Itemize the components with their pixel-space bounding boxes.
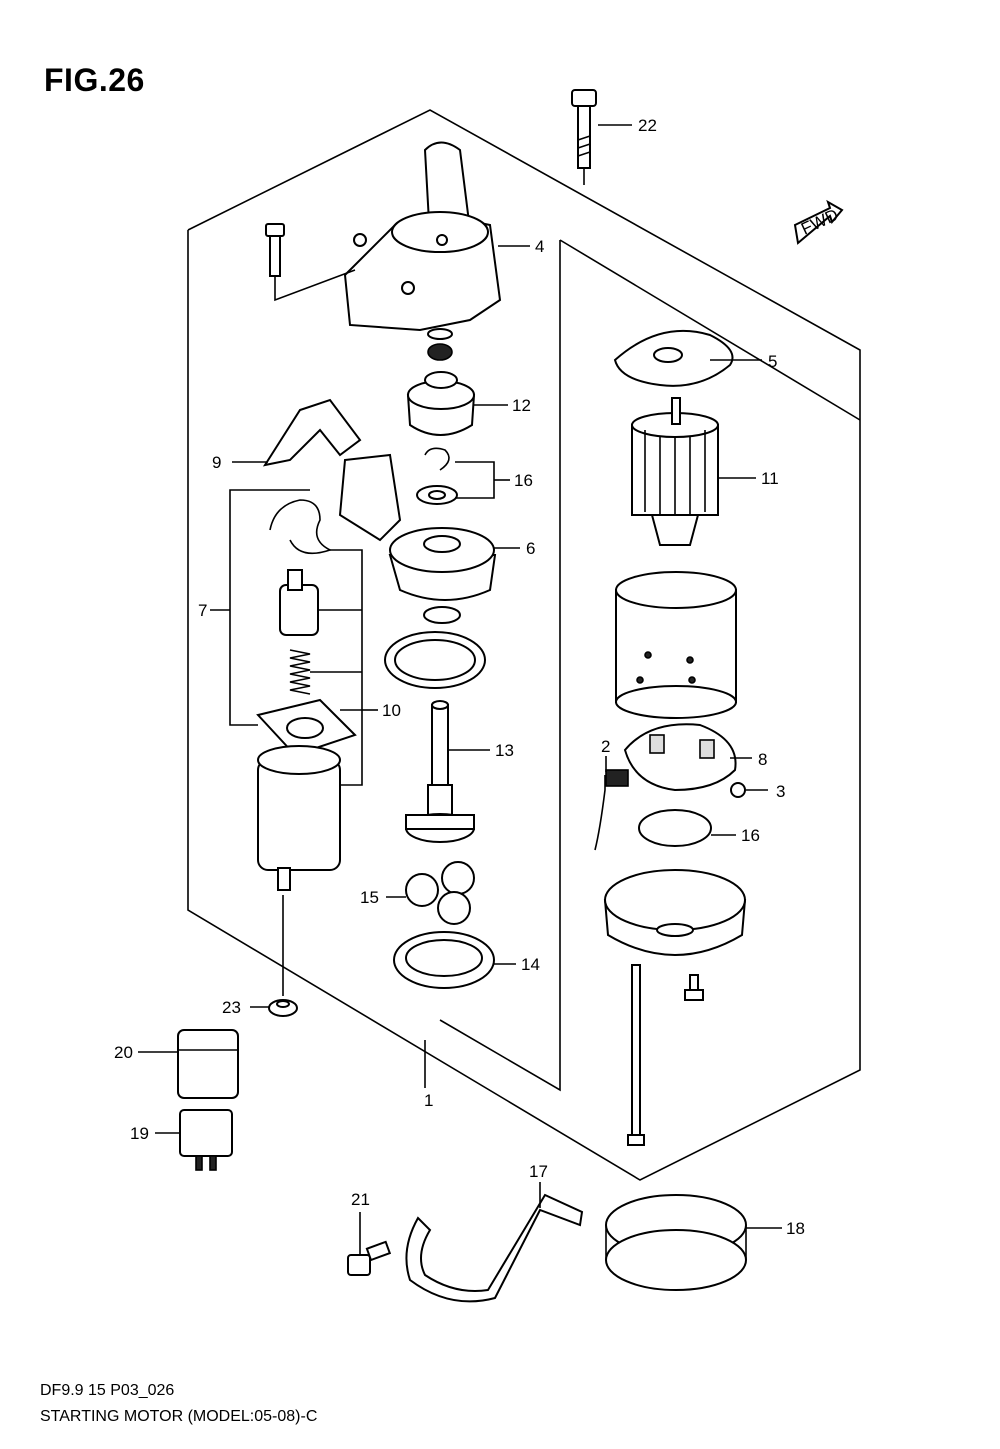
part-19-relay	[179, 1109, 233, 1171]
spring	[289, 649, 311, 695]
part-12-clutch	[406, 371, 476, 436]
callout-21: 21	[351, 1190, 370, 1209]
gasket-plate	[256, 698, 357, 757]
plunger	[279, 569, 319, 636]
wire-loop	[269, 499, 333, 555]
fwd-label: FWD	[798, 205, 841, 239]
part-18-band	[605, 1194, 747, 1291]
washer-top	[427, 328, 453, 340]
washer-lower	[423, 606, 461, 624]
callout-9: 9	[212, 453, 221, 472]
callout-5: 5	[768, 352, 777, 371]
part-20-relay	[177, 1029, 239, 1099]
callout-1: 1	[424, 1091, 433, 1110]
gasket-ring	[384, 631, 486, 689]
part-17-bracket	[405, 1193, 584, 1303]
part-2-lead-wire	[594, 769, 629, 851]
callout-15: 15	[360, 888, 379, 907]
part-13-shaft	[405, 700, 475, 843]
leader-lines	[138, 124, 782, 1255]
callout-10: 10	[382, 701, 401, 720]
callout-20: 20	[114, 1043, 133, 1062]
part-14-ring-gear	[393, 931, 495, 989]
assembly-outline	[187, 109, 861, 1181]
callout-19: 19	[130, 1124, 149, 1143]
callout-12: 12	[512, 396, 531, 415]
part-16-clip-upper	[424, 447, 450, 471]
part-6-gear-holder	[388, 527, 497, 601]
callout-22: 22	[638, 116, 657, 135]
part-3-nut	[730, 782, 746, 798]
small-bolt	[265, 223, 356, 302]
callout-13: 13	[495, 741, 514, 760]
part-8-brush-holder	[623, 723, 737, 792]
yoke	[615, 571, 737, 719]
callout-labels: 1 2 3 4 5 6 7 8 9 10 11 12 13 14 15 16 1…	[114, 116, 805, 1238]
callout-18: 18	[786, 1219, 805, 1238]
callout-16-upper: 16	[514, 471, 533, 490]
fwd-arrow-icon: FWD	[793, 199, 844, 245]
part-9-lever	[262, 398, 362, 467]
callout-23: 23	[222, 998, 241, 1017]
end-cover	[603, 869, 747, 956]
callout-7: 7	[198, 601, 207, 620]
figure-code: DF9.9 15 P03_026	[40, 1382, 175, 1399]
part-15-planet-gears	[405, 861, 475, 925]
callout-11: 11	[761, 469, 779, 488]
small-screw	[684, 974, 704, 1001]
callout-16-lower: 16	[741, 826, 760, 845]
callout-17: 17	[529, 1162, 548, 1181]
callout-4: 4	[535, 237, 544, 256]
callout-8: 8	[758, 750, 767, 769]
callout-14: 14	[521, 955, 540, 974]
part-5-plate	[613, 329, 734, 387]
washer-mid	[416, 485, 458, 505]
contact-cover	[338, 453, 402, 542]
callout-6: 6	[526, 539, 535, 558]
callout-2: 2	[601, 737, 610, 756]
part-11-armature	[631, 397, 719, 546]
part-23-nut	[268, 895, 298, 1017]
callout-3: 3	[776, 782, 785, 801]
bearing	[427, 343, 453, 361]
through-bolt	[627, 964, 645, 1146]
part-4-front-housing	[343, 141, 502, 332]
figure-title: FIG.26	[44, 62, 145, 98]
solenoid-body	[257, 745, 341, 891]
figure-caption: STARTING MOTOR (MODEL:05-08)-C	[40, 1408, 318, 1425]
part-16-plate-lower	[638, 809, 712, 847]
part-21-bolt	[347, 1240, 392, 1276]
part-22-bolt	[571, 89, 597, 185]
callout-brackets	[210, 489, 378, 786]
